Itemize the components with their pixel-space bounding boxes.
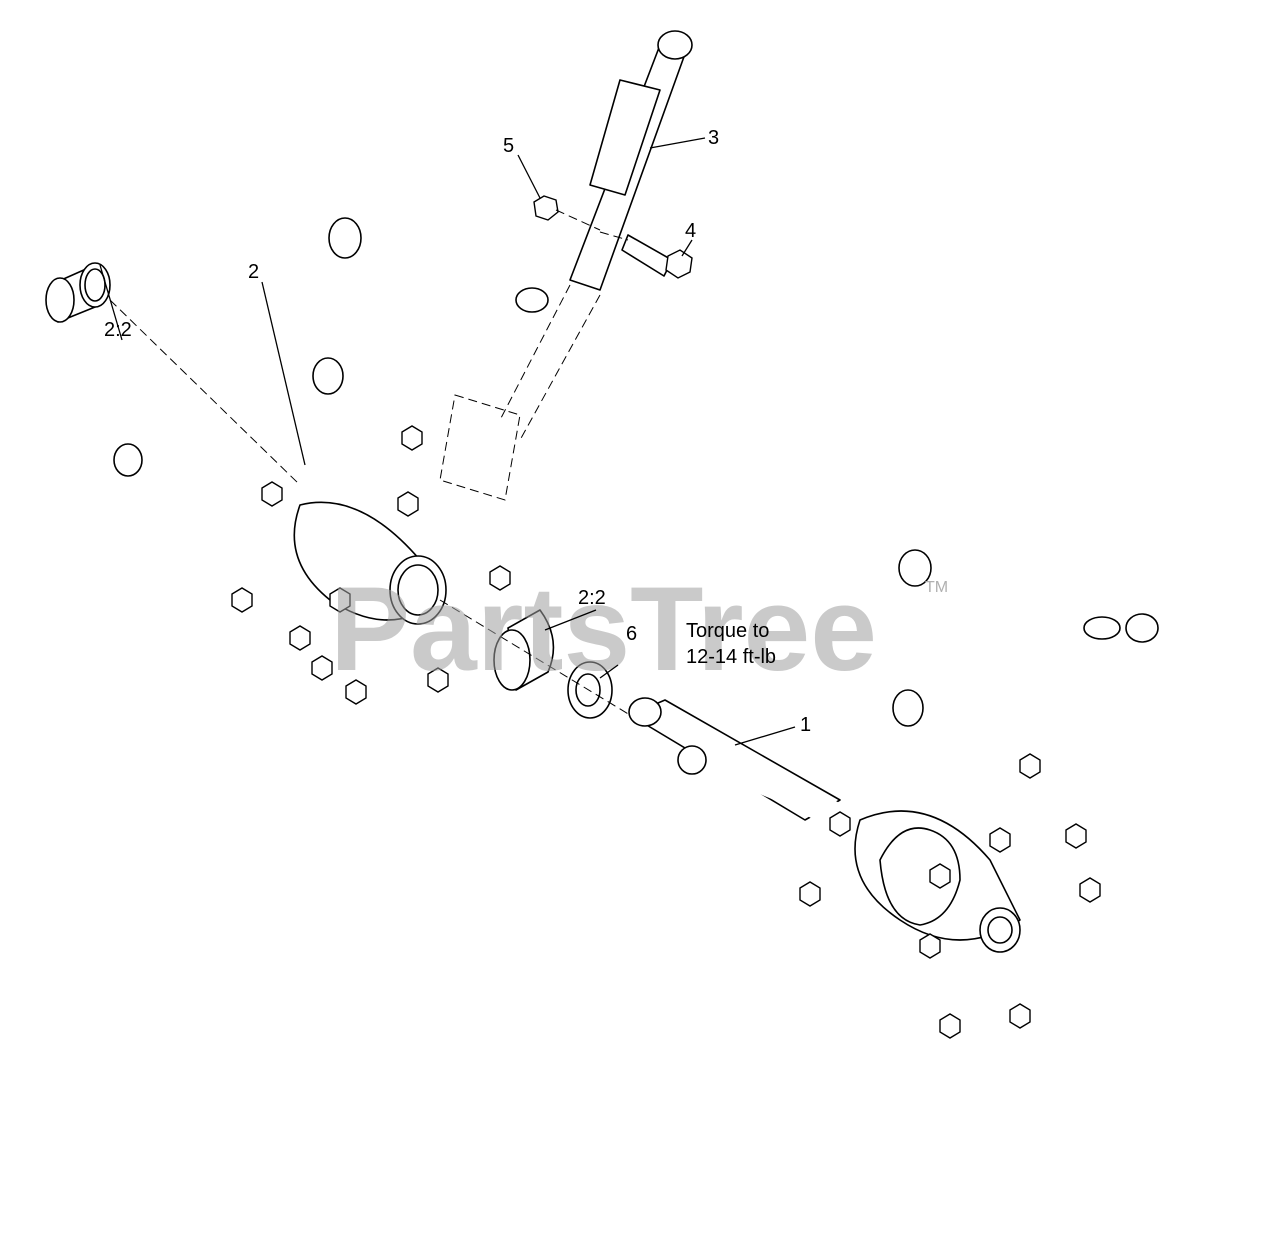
left-hub: [293, 501, 447, 625]
left-bushing: [45, 262, 301, 486]
watermark-trademark: TM: [925, 579, 948, 596]
right-tine-assembly: [636, 549, 1244, 1244]
left-tine-assembly: [45, 217, 664, 884]
exploded-tine-item-3: [439, 30, 693, 501]
nut-item-5: [533, 195, 601, 231]
watermark-text: PartsTree: [330, 562, 877, 696]
callout-1: 1: [800, 714, 811, 736]
left-hub-bolts: [231, 425, 511, 705]
parts-tree-watermark: PartsTree TM: [330, 562, 948, 696]
callout-5: 5: [503, 135, 514, 157]
center-bushing: [493, 609, 555, 691]
right-tines: [636, 549, 1244, 1244]
torque-note-line1: Torque to: [686, 620, 769, 642]
callout-3: 3: [708, 127, 719, 149]
torque-note-line2: 12-14 ft-lb: [686, 646, 776, 668]
callout-2: 2: [248, 261, 259, 283]
callouts: 2:2 2 5 3 4 2:2 6 Torque to 12-14 ft-lb …: [99, 127, 811, 746]
callout-4: 4: [685, 220, 696, 242]
right-hub-bolts: [799, 753, 1101, 1039]
callout-2-2-left: 2:2: [104, 319, 132, 341]
bolt-item-4: [599, 231, 693, 279]
callout-2-2-center: 2:2: [578, 587, 606, 609]
callout-6: 6: [626, 623, 637, 645]
